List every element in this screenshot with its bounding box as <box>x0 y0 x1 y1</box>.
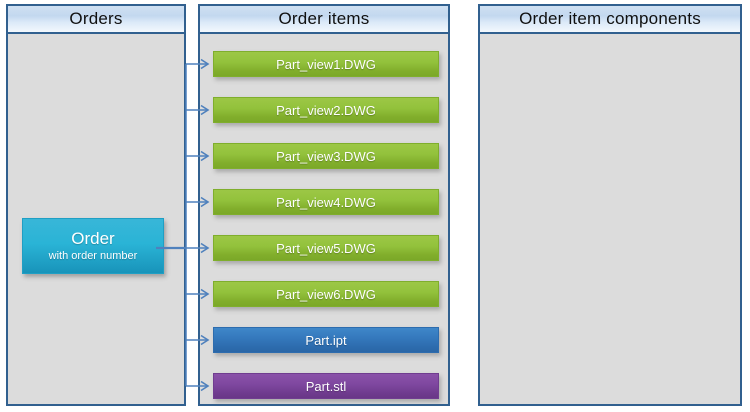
panel-order-item-components: Order item components <box>478 4 742 406</box>
order-item-label: Part_view6.DWG <box>276 286 376 302</box>
panel-orders-header: Orders <box>8 6 184 34</box>
order-item-label: Part.stl <box>305 378 347 394</box>
order-item-label: Part_view2.DWG <box>276 102 376 118</box>
panel-orders-title: Orders <box>69 9 123 28</box>
order-item-node[interactable]: Part_view1.DWG <box>213 51 439 77</box>
order-item-label: Part_view4.DWG <box>276 194 376 210</box>
order-node-subtitle: with order number <box>48 250 138 262</box>
panel-order-items-body: Part_view1.DWG Part_view2.DWG Part_view3.D… <box>200 34 448 404</box>
order-item-node[interactable]: Part_view5.DWG <box>213 235 439 261</box>
panel-orders-body: Order with order number <box>8 34 184 404</box>
order-item-node[interactable]: Part_view2.DWG <box>213 97 439 123</box>
panel-orders: Orders Order with order number <box>6 4 186 406</box>
panel-order-item-components-title: Order item components <box>519 9 701 28</box>
panel-order-items-header: Order items <box>200 6 448 34</box>
order-node[interactable]: Order with order number <box>22 218 164 274</box>
order-item-node[interactable]: Part_view6.DWG <box>213 281 439 307</box>
order-item-label: Part.ipt <box>305 332 347 348</box>
panel-order-items-title: Order items <box>278 9 370 28</box>
order-item-label: Part_view1.DWG <box>276 56 376 72</box>
order-item-label: Part_view3.DWG <box>276 148 376 164</box>
order-item-node[interactable]: Part_view3.DWG <box>213 143 439 169</box>
order-item-label: Part_view5.DWG <box>276 240 376 256</box>
order-item-node[interactable]: Part_view4.DWG <box>213 189 439 215</box>
order-item-node[interactable]: Part.ipt <box>213 327 439 353</box>
panel-order-item-components-body <box>480 34 740 404</box>
order-item-node[interactable]: Part.stl <box>213 373 439 399</box>
panel-order-items: Order items Part_view1.DWG Part_view2.DWG… <box>198 4 450 406</box>
order-node-title: Order <box>71 229 115 248</box>
panel-order-item-components-header: Order item components <box>480 6 740 34</box>
